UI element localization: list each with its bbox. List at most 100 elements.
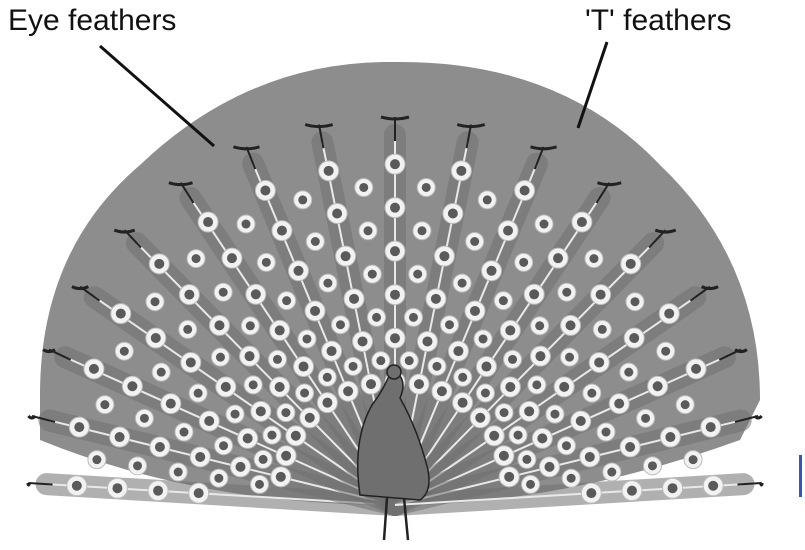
eye-spot xyxy=(278,292,296,310)
eye-spot xyxy=(210,469,228,487)
eye-spot xyxy=(318,368,336,386)
eye-spot xyxy=(558,283,576,301)
eye-spot xyxy=(385,285,405,305)
eye-spot xyxy=(226,405,244,423)
eye-spot xyxy=(148,481,168,501)
eye-spot xyxy=(372,352,390,370)
eye-spot xyxy=(409,374,429,394)
eye-spot xyxy=(237,215,255,233)
eye-spot xyxy=(476,384,494,402)
eye-spot xyxy=(413,222,431,240)
eye-spot xyxy=(684,451,702,469)
eye-spot xyxy=(294,357,314,377)
eye-spot xyxy=(150,437,170,457)
eye-feathers-pointer xyxy=(100,46,214,146)
eye-spot xyxy=(441,316,459,334)
eye-spot xyxy=(581,483,601,503)
eye-spot xyxy=(179,320,197,338)
eye-spot xyxy=(344,289,364,309)
eye-spot xyxy=(548,248,568,268)
eye-spot xyxy=(443,203,463,223)
eye-spot xyxy=(251,401,271,421)
eye-spot xyxy=(585,250,603,268)
eye-spot xyxy=(580,447,600,467)
eye-spot xyxy=(703,476,723,496)
eye-spot xyxy=(344,357,362,375)
eye-spot xyxy=(240,346,260,366)
eye-spot xyxy=(152,363,170,381)
eye-spot xyxy=(263,426,281,444)
eye-spot xyxy=(621,254,641,274)
eye-spot xyxy=(146,293,164,311)
t-feathers-label: 'T' feathers xyxy=(585,6,732,36)
eye-spot xyxy=(353,331,373,351)
eye-spot xyxy=(494,446,514,466)
eye-spot xyxy=(557,437,575,455)
eye-spot xyxy=(276,446,296,466)
eye-spot xyxy=(363,265,381,283)
eye-spot xyxy=(216,377,236,397)
eye-spot xyxy=(686,359,706,379)
eye-spot xyxy=(198,212,218,232)
t-feather-tip xyxy=(28,483,53,485)
eye-spot xyxy=(404,308,422,326)
eye-spot xyxy=(135,409,153,427)
eye-spot xyxy=(524,284,544,304)
eye-spot xyxy=(215,437,233,455)
eye-spot xyxy=(146,328,166,348)
eye-spot xyxy=(400,352,418,370)
eye-spot xyxy=(498,221,518,241)
eye-spot xyxy=(593,320,611,338)
eye-spot xyxy=(271,467,291,487)
eye-spot xyxy=(465,301,485,321)
eye-spot xyxy=(482,261,502,281)
eye-spot xyxy=(306,233,324,251)
eye-spot xyxy=(591,285,611,305)
eye-spot xyxy=(222,248,242,268)
eye-spot xyxy=(500,377,520,397)
eye-spot xyxy=(466,233,484,251)
eye-spot xyxy=(300,408,320,428)
eye-spot xyxy=(211,348,229,366)
t-feather-tip xyxy=(737,483,762,485)
eye-spot xyxy=(189,384,207,402)
eye-spot xyxy=(305,301,325,321)
eye-spot xyxy=(336,246,356,266)
eye-spot xyxy=(624,328,644,348)
eye-spot xyxy=(385,328,405,348)
eye-spot xyxy=(676,396,694,414)
eye-spot xyxy=(67,476,87,496)
eye-spot xyxy=(385,241,405,261)
eye-spot xyxy=(286,426,306,446)
eye-spot xyxy=(246,284,266,304)
eye-spot xyxy=(69,417,89,437)
eye-spot xyxy=(453,393,473,413)
eye-spot xyxy=(241,317,259,335)
eye-spot xyxy=(626,293,644,311)
eye-spot xyxy=(583,384,601,402)
eye-spot xyxy=(175,423,193,441)
eye-spot xyxy=(532,428,552,448)
eye-spot xyxy=(181,352,201,372)
eye-spot xyxy=(385,198,405,218)
eye-spot xyxy=(589,352,609,372)
eye-spot xyxy=(453,274,471,292)
eye-spot xyxy=(268,350,286,368)
eye-spot xyxy=(368,308,386,326)
eye-spot xyxy=(499,467,519,487)
eye-spot xyxy=(470,408,490,428)
eye-spot xyxy=(214,283,232,301)
eye-spot xyxy=(515,180,535,200)
eye-spot xyxy=(319,274,337,292)
eye-spot xyxy=(518,450,536,468)
eye-spot xyxy=(417,331,437,351)
eye-spot xyxy=(494,292,512,310)
eye-spot xyxy=(255,180,275,200)
eye-spot xyxy=(319,161,339,181)
eye-spot xyxy=(417,178,435,196)
eye-spot xyxy=(509,426,527,444)
eye-spot xyxy=(231,457,251,477)
eye-spot xyxy=(359,222,377,240)
eye-spot xyxy=(294,191,312,209)
